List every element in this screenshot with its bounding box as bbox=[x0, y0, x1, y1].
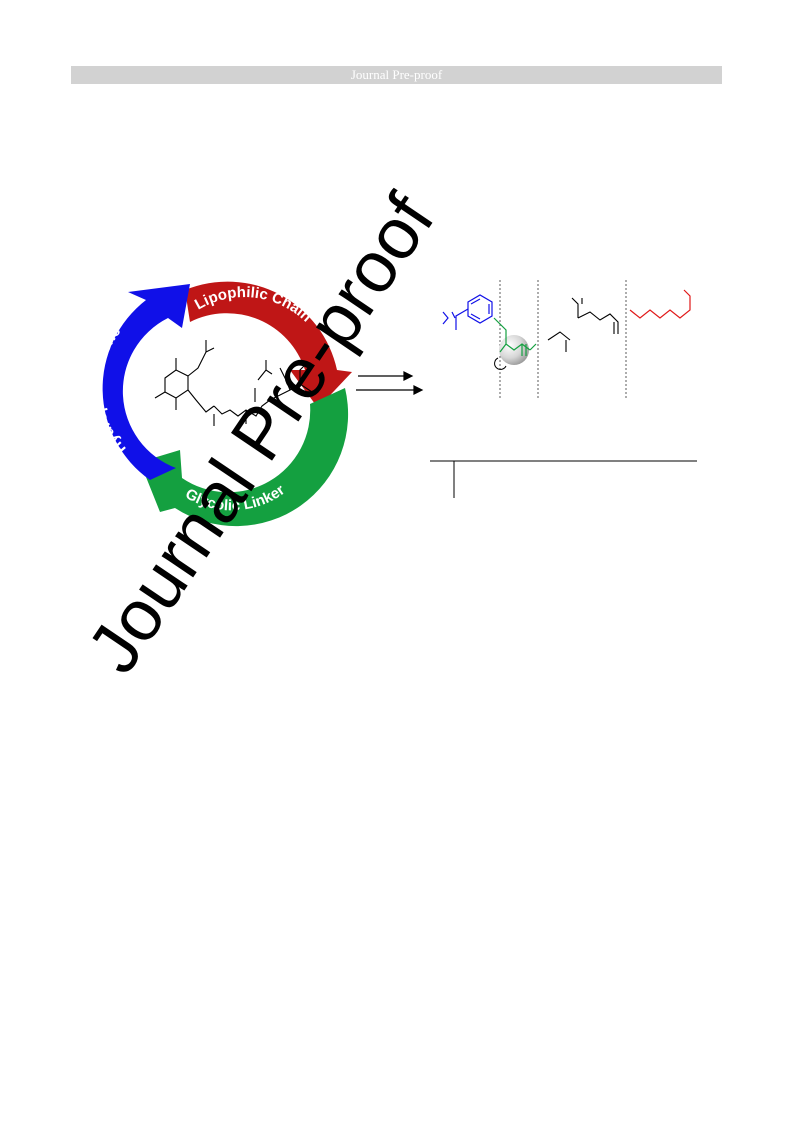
plot-axis-fragment bbox=[430, 460, 697, 498]
linker-fragment bbox=[493, 317, 537, 356]
lipophilic-tail-fragment bbox=[629, 289, 691, 319]
middle-chain-fragment bbox=[547, 297, 619, 352]
glycolic-linker-arrow bbox=[140, 388, 349, 527]
header-title: Journal Pre-proof bbox=[350, 67, 443, 82]
hydrophilic-arene-arrow bbox=[102, 284, 190, 480]
rotation-arrow-icon bbox=[494, 357, 507, 370]
arene-fragment bbox=[442, 294, 493, 330]
macrocycle-structure bbox=[154, 340, 313, 426]
journal-header-bar: Journal Pre-proof bbox=[71, 66, 722, 84]
reaction-arrows bbox=[356, 371, 424, 395]
lipophilic-chain-arrow bbox=[185, 281, 352, 408]
